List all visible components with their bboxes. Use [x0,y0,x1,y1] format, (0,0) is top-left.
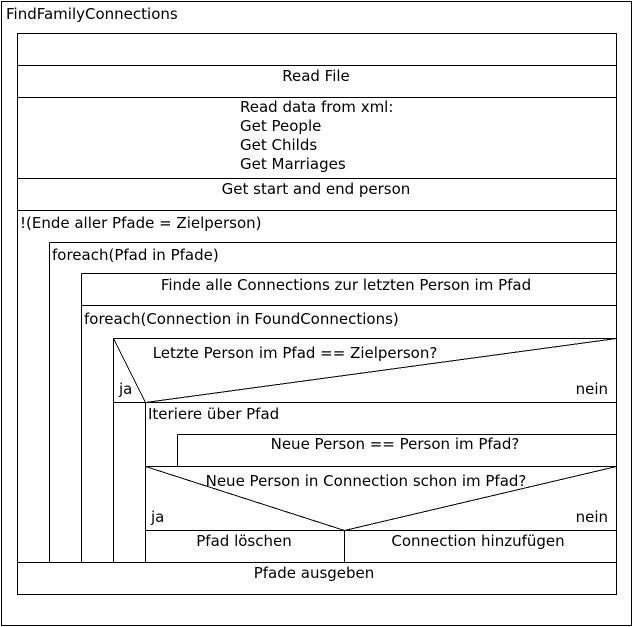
decision-in-path-condition: Neue Person in Connection schon im Pfad? [206,472,527,490]
decision-target-yes-label: ja [118,380,132,398]
delete-path-block: Pfad löschen [196,532,291,550]
decision-in-path-no-label: nein [576,508,608,526]
find-connections-block: Finde alle Connections zur letzten Perso… [161,276,531,294]
decision-target-no-label: nein [576,380,608,398]
read-xml-line-3: Get Childs [240,136,317,154]
decision-target-diagonal-right [145,338,617,403]
output-paths-block: Pfade ausgeben [254,564,375,582]
get-start-end-block: Get start and end person [222,180,411,198]
foreach-connection-header: foreach(Connection in FoundConnections) [84,310,399,328]
read-xml-line-2: Get People [240,117,321,135]
decision-target-diagonal-left [113,338,146,403]
read-xml-line-1: Read data from xml: [240,98,393,116]
structogram-frame [17,33,617,595]
decision-in-path-diagonal-left [145,466,345,531]
decision-in-path-yes-label: ja [150,508,164,526]
foreach-path-header: foreach(Pfad in Pfade) [52,246,219,264]
decision-same-person-block: Neue Person == Person im Pfad? [271,435,520,453]
add-connection-block: Connection hinzufügen [391,532,564,550]
read-xml-line-4: Get Marriages [240,155,346,173]
decision-in-path-diagonal-right [344,466,617,531]
diagram-title: FindFamilyConnections [6,5,178,23]
iterate-path-header: Iteriere über Pfad [148,405,279,423]
read-xml-block: Read data from xml: Get People Get Child… [240,98,393,173]
decision-target-condition: Letzte Person im Pfad == Zielperson? [153,344,438,362]
read-file-block: Read File [282,67,350,85]
while-loop-header: !(Ende aller Pfade = Zielperson) [20,214,262,232]
